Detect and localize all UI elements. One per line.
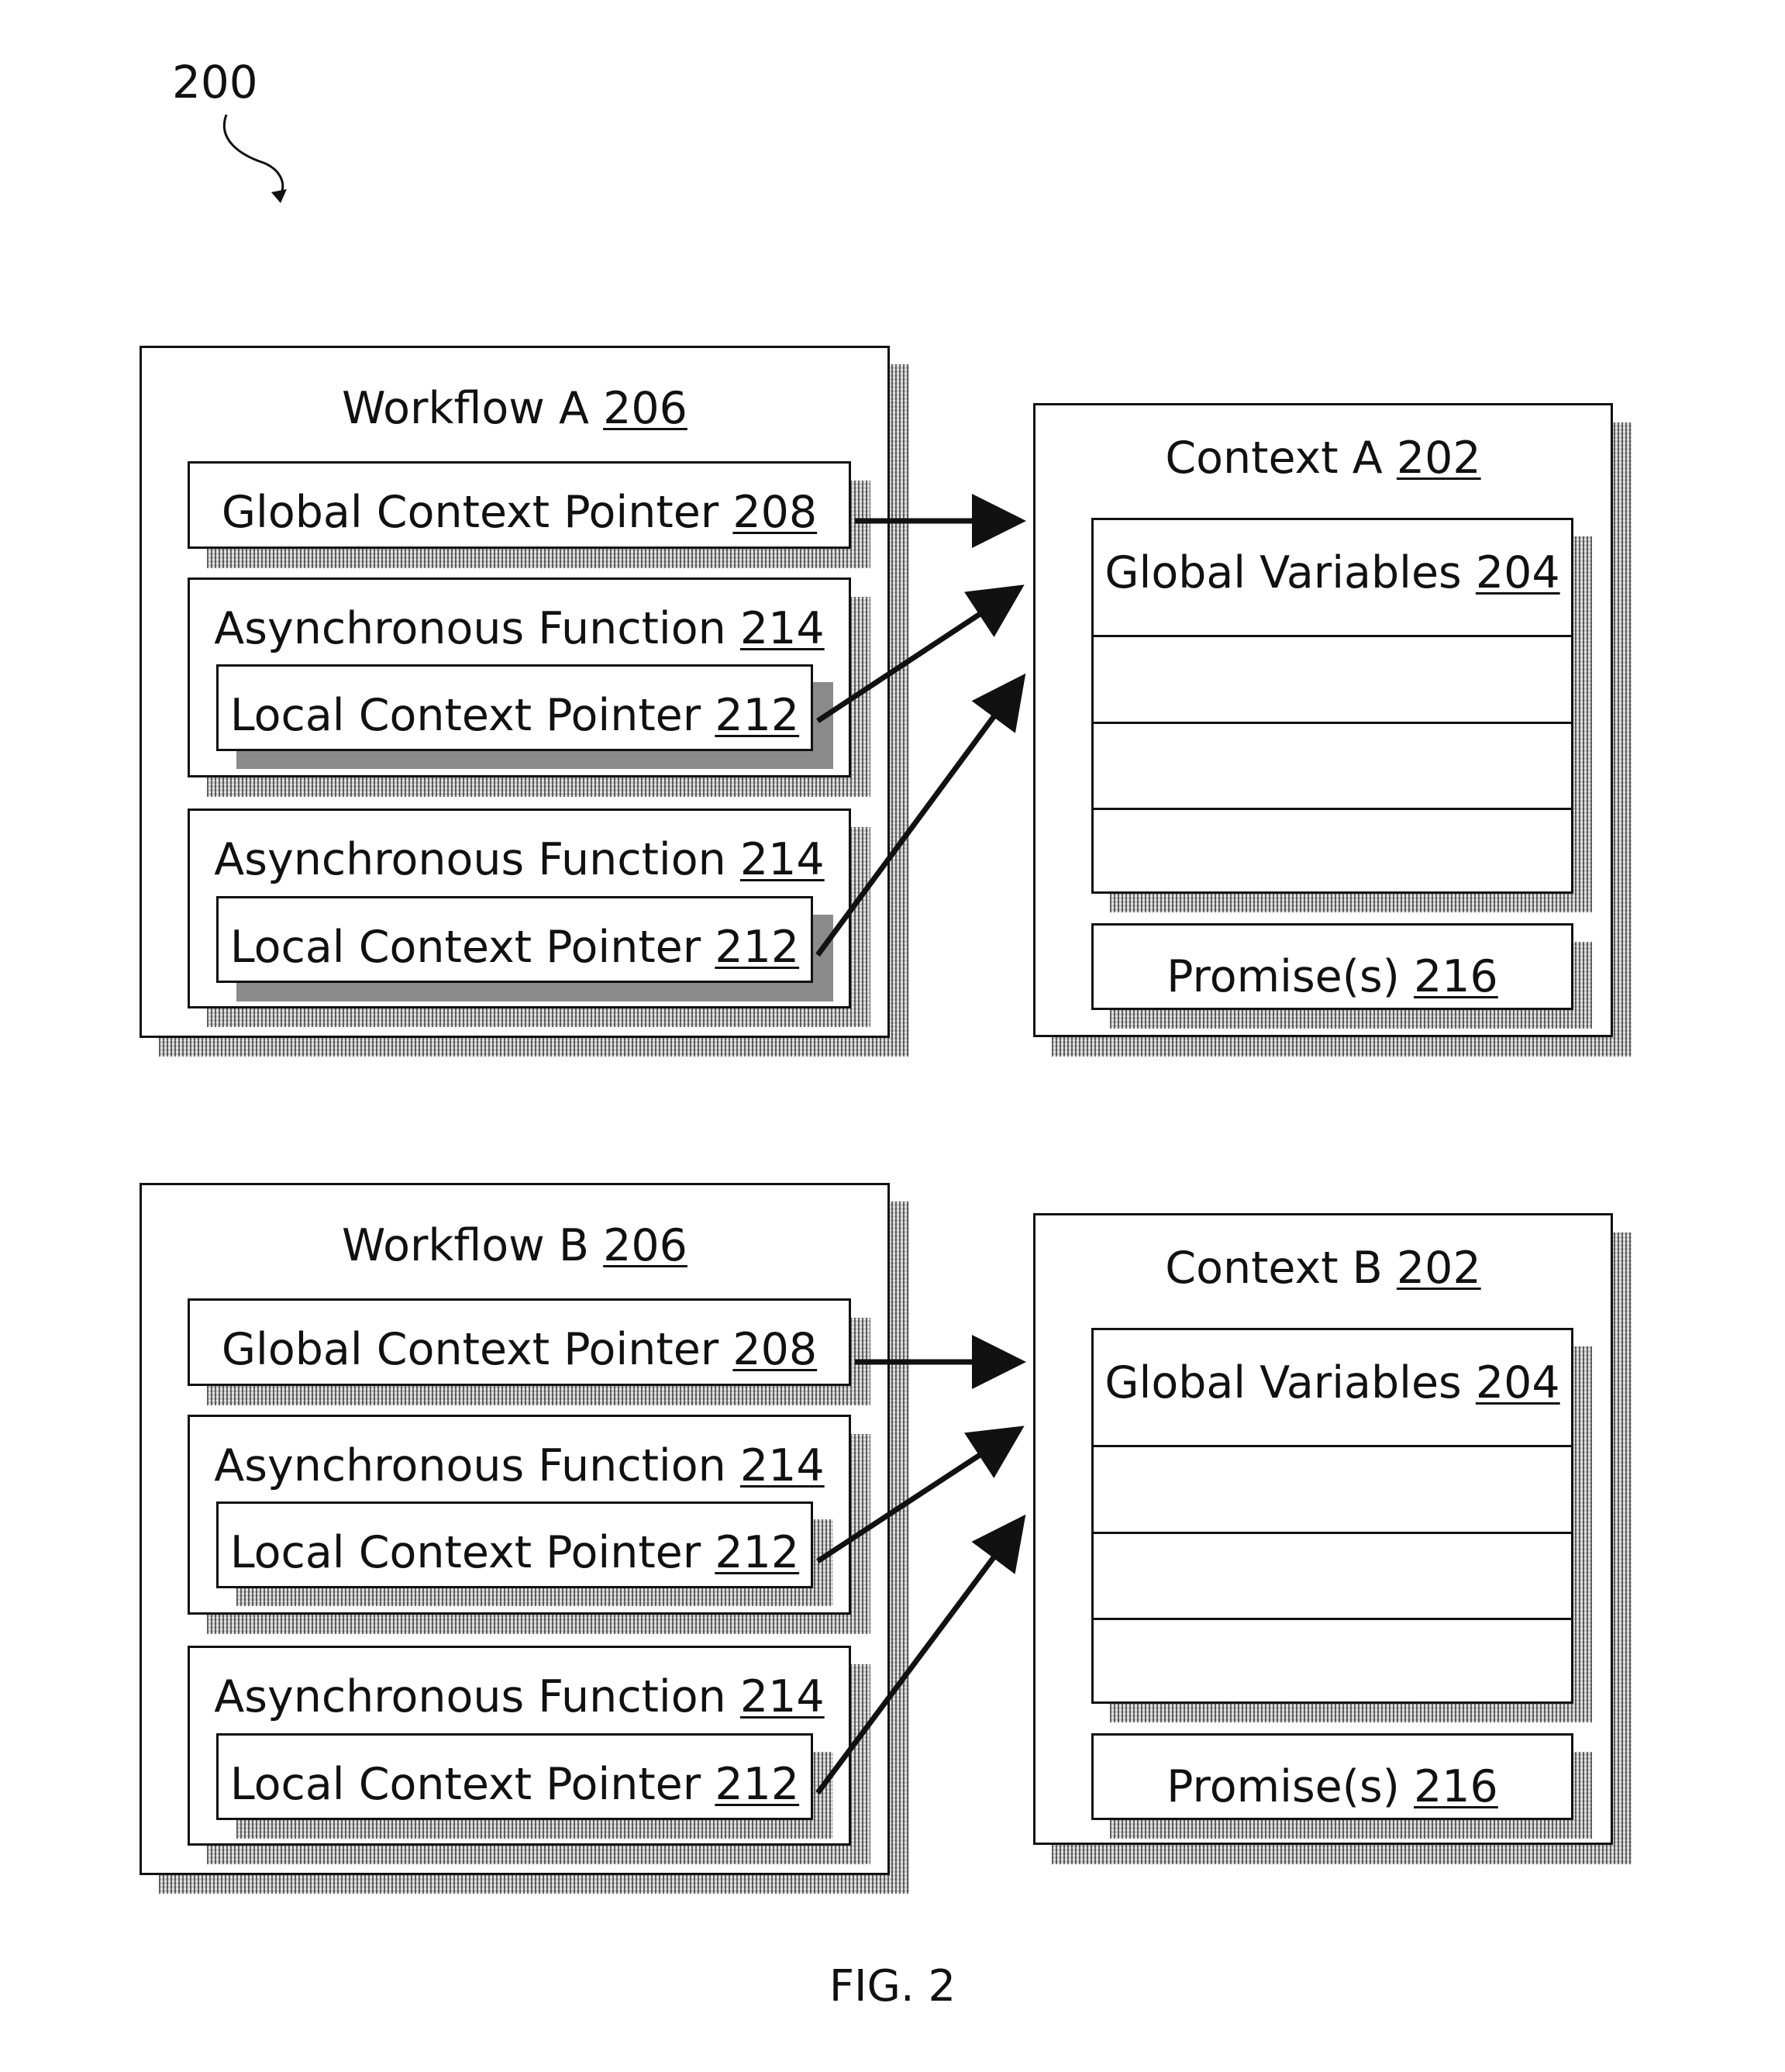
global-variables-a-table: Global Variables 204 (1091, 518, 1573, 894)
local-context-pointer-b2: Local Context Pointer 212 (216, 1733, 813, 1820)
local-context-pointer-b1: Local Context Pointer 212 (216, 1501, 813, 1588)
variable-row-divider (1094, 1618, 1571, 1620)
promises-b: Promise(s) 216 (1091, 1733, 1573, 1820)
variable-row-divider (1094, 722, 1571, 724)
variable-row-divider (1094, 808, 1571, 810)
variable-row-divider (1094, 635, 1571, 637)
local-context-pointer-a1: Local Context Pointer 212 (216, 664, 813, 751)
context-b-title: Context B 202 (1036, 1246, 1611, 1291)
reference-curved-arrow-icon (209, 109, 302, 209)
global-context-pointer-a: Global Context Pointer 208 (188, 461, 851, 549)
global-variables-b-table: Global Variables 204 (1091, 1328, 1573, 1704)
workflow-a-title: Workflow A 206 (142, 387, 887, 431)
local-context-pointer-a2: Local Context Pointer 212 (216, 896, 813, 983)
variable-row-divider (1094, 1532, 1571, 1534)
figure-reference-number: 200 (172, 56, 258, 109)
global-context-pointer-b: Global Context Pointer 208 (188, 1298, 851, 1386)
context-a-title: Context A 202 (1036, 436, 1611, 481)
figure-caption: FIG. 2 (0, 1961, 1785, 2012)
promises-a: Promise(s) 216 (1091, 923, 1573, 1010)
workflow-b-title: Workflow B 206 (142, 1224, 887, 1268)
variable-row-divider (1094, 1445, 1571, 1447)
